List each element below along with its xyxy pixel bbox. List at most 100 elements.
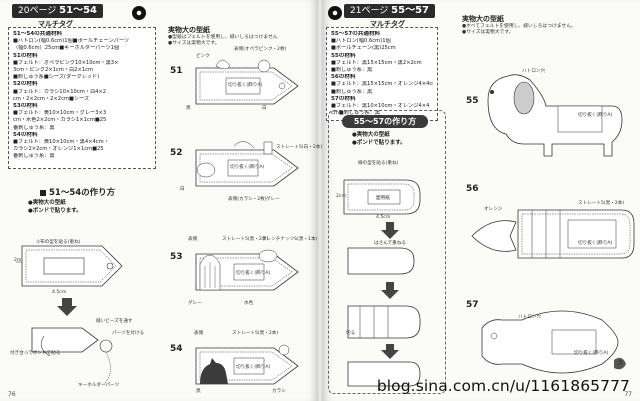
left-materials-line: 52の材料 <box>13 81 38 88</box>
left-page: 20ページ 51～54 マルチタグ 51～54の共通材料■ハトロン(幅0.6cm… <box>0 0 322 401</box>
item-53-pattern <box>195 249 299 291</box>
right-step3-label: 切る <box>346 331 356 336</box>
item-57-pattern <box>481 310 626 374</box>
item-56-label-0: オレンジ <box>484 207 503 212</box>
right-page-header: 21ページ 55～57 <box>344 4 435 18</box>
left-materials-line: カラシ2×2cm・オレンジ1×1cm■25 <box>13 146 104 153</box>
left-materials-line: ■フェルト：黄10×10cm・グレー3×3 <box>13 110 107 117</box>
left-materials-line: ■フェルト：カラシ10×10cm・白4×2 <box>13 88 107 95</box>
right-step1-label: 線の型を貼る(重ね) <box>358 161 399 166</box>
item-55-label-1: ハトロン穴 <box>522 69 546 74</box>
item-52-label-3: ストレート5(白・2本) <box>276 145 323 150</box>
left-materials-line: （幅0.6cm）25cm■キーホルダーパーツ1個 <box>13 45 120 52</box>
left-step4-label: パーツを付ける <box>112 331 145 336</box>
item-55-number: 55 <box>466 96 479 106</box>
left-step3-label: 付き合ってボンドで貼る <box>10 351 61 356</box>
square-bullet-icon <box>40 189 46 196</box>
right-materials-line: 57の材料 <box>331 95 356 102</box>
left-header-subtitle: マルチタグ <box>38 20 73 28</box>
right-howto-bullets: ●実物大の型紙 ●ボンドで貼ります。 <box>352 132 406 146</box>
left-howto-diagram <box>16 245 123 385</box>
item-57-number: 57 <box>466 300 479 310</box>
item-53-label-4: グレー <box>188 301 202 306</box>
left-materials-line: cm・2×2cm・2×2cm■シーズ <box>13 95 90 102</box>
left-materials-line: 53の材料 <box>13 103 38 110</box>
item-54-label-3: 黒 <box>196 389 201 394</box>
item-52-number: 52 <box>170 148 183 158</box>
left-materials-line: cm・水色2×2cm・カラシ1×1cm■25 <box>13 117 107 124</box>
item-52-pattern <box>195 141 299 187</box>
item-57-label-2: 黒 <box>618 361 623 366</box>
right-materials-line: 55の材料 <box>331 52 356 59</box>
item-53-label-2: フレンチナッツS(黒・1本) <box>262 237 318 242</box>
left-materials-line: ■フェルト：オペラピンク10×10cm・黒3× <box>13 59 119 66</box>
right-materials-line: ■ボールチェーン(黒)25cm <box>331 45 396 52</box>
right-materials-line: ■刺しゅう糸：黒 <box>331 67 373 74</box>
item-54-label-0: 表側 <box>194 331 204 336</box>
item-53-label-5: 水色 <box>244 301 254 306</box>
item-54-pattern <box>195 344 299 385</box>
left-dim-b: 4.5cm <box>52 290 67 295</box>
left-howto-bullets: ●実物大の型紙 ●ボンドで貼ります。 <box>28 200 82 214</box>
item-54-label-2: 切り抜く(飾りA) <box>236 365 271 370</box>
left-materials-line: 番刺しゅう糸：黒 <box>13 124 55 131</box>
right-header-subtitle: マルチタグ <box>370 20 405 28</box>
item-51-label-3: 切り抜く(飾りA) <box>228 83 263 88</box>
book-gutter <box>316 0 324 401</box>
item-56-number: 56 <box>466 184 479 194</box>
right-dim-b: 4.5cm <box>376 215 391 220</box>
item-54-label-1: ストレート5(黒・2本) <box>232 331 279 336</box>
right-center-label: 面用紙 <box>376 196 390 201</box>
left-materials-line: 番刺しゅう糸：黒 <box>13 153 55 160</box>
right-step2-label: はさんで重ねる <box>374 241 406 246</box>
item-53-label-1: ストレート5(黒・2本) <box>222 237 269 242</box>
right-pattern-notes: ●すべてフェルトを使用し、縫いしろはつけません。 ●サイズは実物大です。 <box>462 24 576 36</box>
right-page: 21ページ 55～57 マルチタグ 55～57の共通材料■ハトロン(幅0.6cm… <box>322 0 640 401</box>
right-materials-line: ■フェルト：黒15×15cm・黒2×2cm <box>331 59 422 66</box>
item-51-label-0: ピンク <box>196 54 210 59</box>
item-53-label-0: 表側 <box>188 237 198 242</box>
left-pattern-notes: ●型紙はフェルトを使用し、縫いしろはつけません ●サイズは実物大です。 <box>168 35 278 47</box>
item-55-label-0: 切り抜く(飾りA) <box>578 113 613 118</box>
item-52-label-1: 表側(カラシ・2枚) <box>228 197 267 202</box>
item-52-label-0: 白 <box>180 187 185 192</box>
right-materials-line: 55～57の共通材料 <box>331 31 381 37</box>
right-howto-frame <box>328 110 446 394</box>
item-51-label-4: 白 <box>262 106 267 111</box>
right-page-number: 77 <box>624 391 632 398</box>
right-materials-line: ■フェルト：黒15×15cm・オレンジ4×4cm <box>331 81 433 88</box>
watermark-text: blog.sina.com.cn/u/1161865777 <box>376 377 630 395</box>
item-51-label-1: 黒 <box>186 106 191 111</box>
left-dim-a: 2m <box>14 258 22 263</box>
item-54-label-4: カラシ <box>272 389 286 394</box>
item-54-number: 54 <box>170 344 183 354</box>
item-52-label-2: 切り抜く(飾りA) <box>230 165 265 170</box>
item-56-pattern <box>471 209 635 259</box>
left-keyholder-label: キーホルダーパーツ <box>78 383 120 388</box>
item-52-label-4: グレー <box>266 197 280 202</box>
left-header-prefix: 20ページ <box>18 6 57 16</box>
left-page-number: 76 <box>8 391 16 398</box>
left-materials-line: 51の材料 <box>13 52 38 59</box>
item-51-label-2: 表側(オペラピンク・2枚) <box>234 47 287 52</box>
left-pattern-title: 実物大の型紙 <box>168 26 210 34</box>
left-materials-line: 3cm・ピンク2×1cm・白2×1cm <box>13 67 94 74</box>
item-51-number: 51 <box>170 66 183 76</box>
right-header-prefix: 21ページ <box>350 6 389 16</box>
left-howto-title: 51～54の作り方 <box>40 186 115 198</box>
left-materials-line: 51～54の共通材料 <box>13 31 63 37</box>
item-56-label-2: ストレート5(黒・2本) <box>578 201 625 206</box>
right-materials-line: ■刺しゅう糸：黒 <box>331 88 373 95</box>
item-53-label-3: 切り抜く(飾りA) <box>236 271 271 276</box>
right-materials-line: ■ハトロン(幅0.6cm)1個 <box>331 38 391 45</box>
right-materials-box: 55～57の共通材料■ハトロン(幅0.6cm)1個■ボールチェーン(黒)25cm… <box>326 27 438 121</box>
right-materials-line: cm■刺しゅう糸：黒 <box>331 110 381 117</box>
left-header-range: 51～54 <box>59 5 97 16</box>
item-57-label-0: 切り抜く(飾りA) <box>574 351 609 356</box>
right-howto-diagram <box>343 179 421 387</box>
item-56-label-1: 切り抜く(飾りA) <box>578 241 613 246</box>
left-step2-label: 縫いビーズを通す <box>96 319 133 324</box>
right-materials-line: 56の材料 <box>331 74 356 81</box>
item-51-pattern <box>195 59 299 105</box>
left-materials-line: ■刺しゅう糸■シーズ(ダークレッド) <box>13 74 100 81</box>
